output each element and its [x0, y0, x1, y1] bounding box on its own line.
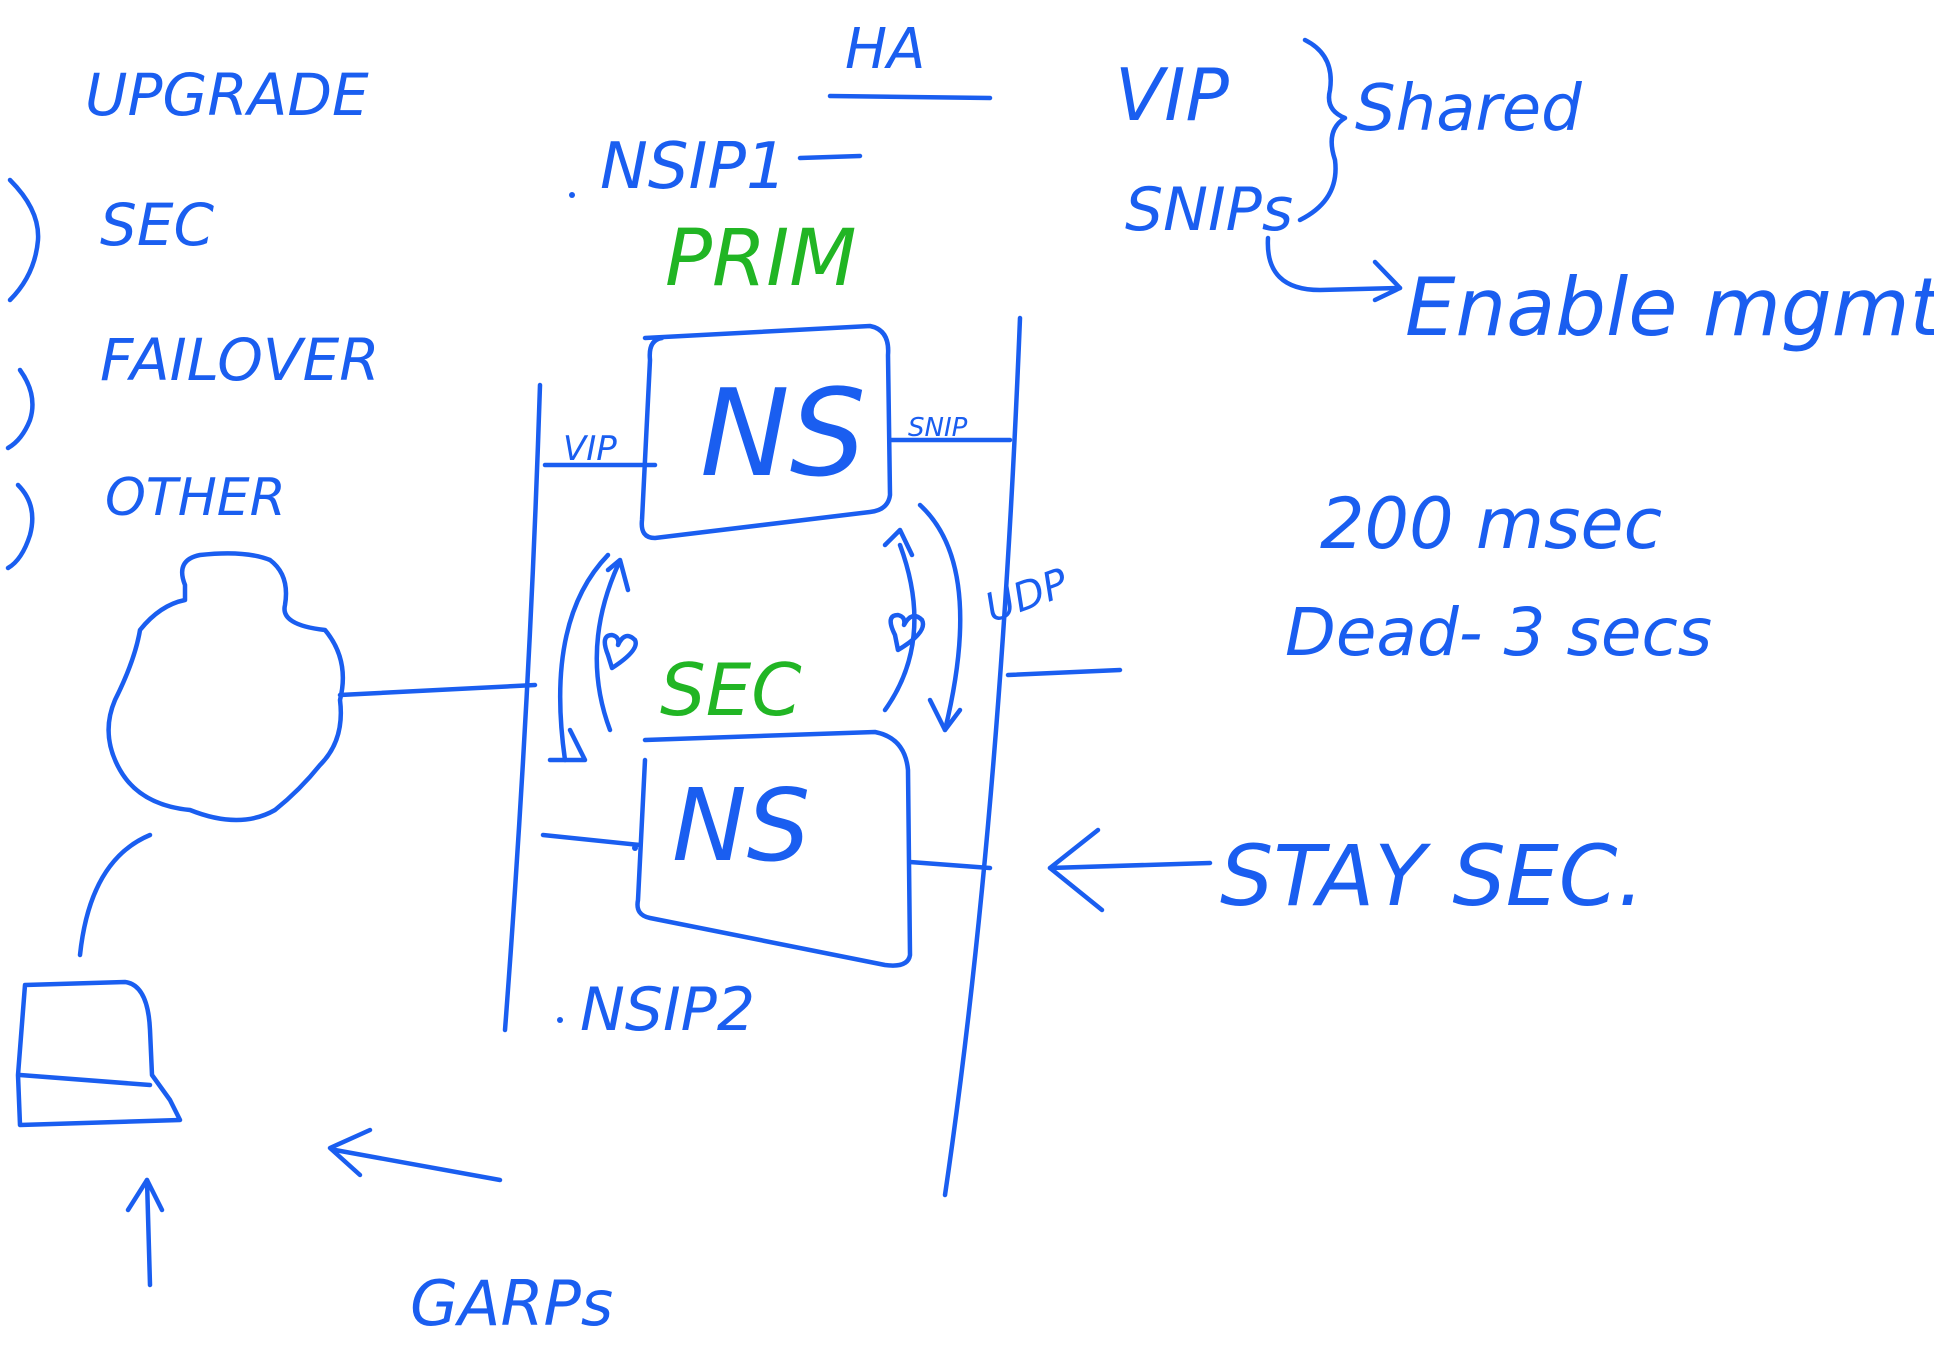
ink-dot	[557, 1017, 563, 1023]
shared-label: Shared	[1355, 72, 1582, 146]
enable-mgmt-arrow	[1265, 235, 1403, 293]
garps-arrow-head	[327, 1127, 373, 1178]
stay-sec-arrowhead	[1047, 827, 1105, 913]
heartbeat-arrowhead-left-inner	[605, 557, 631, 593]
upgrade-label: UPGRADE	[85, 61, 369, 129]
left-bracket-1	[7, 177, 41, 303]
shared-vip-label: VIP	[1115, 53, 1229, 137]
up-arrow-line	[144, 1177, 153, 1288]
cloud-to-frame-line	[337, 682, 538, 698]
ha-label: HA	[845, 17, 925, 82]
other-label: OTHER	[105, 468, 286, 528]
heartbeat-arrow-right-inner	[882, 542, 917, 713]
nsip1-underline	[797, 153, 863, 161]
frame-right-rail	[942, 315, 1023, 1198]
shared-brace	[1297, 37, 1348, 223]
secondary-ns-box	[635, 729, 913, 968]
heartbeat-arrow-right-outer	[917, 502, 963, 733]
failover-label: FAILOVER	[100, 326, 380, 394]
left-bracket-2	[5, 367, 35, 451]
snip-side-label: SNIP	[908, 413, 968, 443]
right-stub-line	[1005, 667, 1123, 678]
secondary-left-line	[540, 832, 643, 848]
stay-sec-arrow-line	[1047, 860, 1213, 871]
udp-label: UDP	[979, 560, 1075, 632]
ink-dot	[632, 845, 638, 851]
primary-ns-box	[639, 323, 893, 541]
sec-green-label: SEC	[660, 648, 802, 732]
sec-label: SEC	[100, 191, 214, 259]
heartbeat-arrow-left-outer	[557, 552, 611, 763]
nsip2-label: NSIP2	[580, 975, 755, 1045]
garps-arrow-line	[332, 1147, 503, 1183]
prim-label: PRIM	[665, 214, 857, 304]
shared-snips-label: SNIPs	[1125, 175, 1293, 245]
frame-left-rail	[502, 382, 543, 1033]
ha-underline	[827, 93, 993, 101]
interval-label: 200 msec	[1320, 483, 1662, 565]
switch-layer-line	[17, 1072, 153, 1088]
enable-mgmt-arrowhead	[1372, 259, 1403, 303]
dead-label: Dead- 3 secs	[1285, 594, 1712, 671]
nsip1-label: NSIP1	[600, 130, 787, 204]
secondary-right-line	[907, 859, 993, 871]
garps-label: GARPs	[410, 1267, 613, 1340]
heartbeat-arrowhead-left	[547, 727, 588, 763]
heartbeat-arrow-left-inner	[594, 562, 621, 733]
left-bracket-3	[5, 482, 35, 571]
stay-sec-label: STAY SEC.	[1220, 827, 1644, 925]
heartbeat-arrowhead-right-inner	[882, 527, 915, 558]
up-arrow-head	[125, 1177, 165, 1213]
heartbeat-arrowhead-right	[927, 697, 963, 733]
ink-dot	[569, 192, 575, 198]
secondary-ns-text: NS	[672, 767, 810, 884]
cloud-to-switch-line	[77, 832, 153, 958]
heartbeat-icon-left	[602, 632, 638, 671]
cloud-icon	[106, 551, 346, 823]
vip-side-label: VIP	[563, 429, 617, 469]
switch-icon	[15, 979, 183, 1128]
enable-mgmt-label: Enable mgmt	[1405, 261, 1934, 354]
heartbeat-icon-right	[888, 612, 926, 653]
primary-ns-text: NS	[700, 365, 866, 504]
